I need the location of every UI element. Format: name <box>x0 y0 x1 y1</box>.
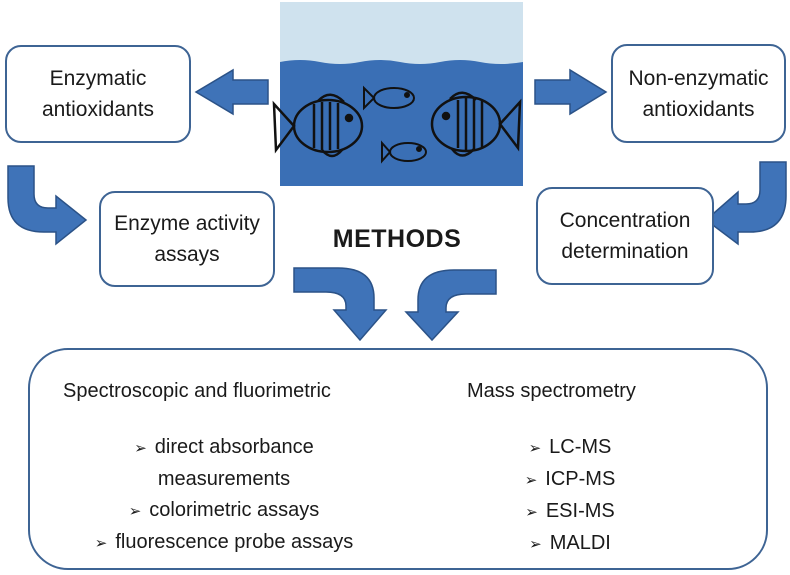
arrowhead-bullet-icon: ➢ <box>94 535 108 552</box>
fish-icon <box>363 85 415 111</box>
arrowhead-bullet-icon: ➢ <box>525 504 538 521</box>
list-item: ➢direct absorbance measurements <box>64 432 384 495</box>
list-item: ➢LC-MS <box>485 432 655 464</box>
methods-title: METHODS <box>332 225 462 253</box>
curved-arrow-down-right-icon <box>7 165 88 246</box>
enzyme-activity-assays-box: Enzyme activity assays <box>99 191 275 287</box>
curved-arrow-down-right-methods-icon <box>404 269 497 342</box>
mass-spectrometry-method-list: ➢LC-MS ➢ICP-MS ➢ESI-MS ➢MALDI <box>485 432 655 560</box>
list-item: ➢ICP-MS <box>485 464 655 496</box>
curved-arrow-down-left-icon <box>704 161 787 246</box>
arrowhead-bullet-icon: ➢ <box>528 440 542 457</box>
arrow-right-icon <box>534 68 608 116</box>
list-item: ➢fluorescence probe assays <box>64 527 384 559</box>
list-item: ➢MALDI <box>485 528 655 560</box>
concentration-determination-box: Concentration determination <box>536 187 714 285</box>
fish-icon <box>430 91 522 157</box>
methods-panel: Spectroscopic and fluorimetric ➢direct a… <box>28 348 768 570</box>
fish-icon <box>272 93 364 158</box>
arrow-left-icon <box>194 68 269 116</box>
spectroscopic-method-list: ➢direct absorbance measurements ➢colorim… <box>64 432 384 559</box>
list-item: ➢ESI-MS <box>485 496 655 528</box>
enzymatic-antioxidants-label: Enzymatic antioxidants <box>41 67 155 121</box>
spectroscopic-column-title: Spectroscopic and fluorimetric <box>63 380 331 402</box>
non-enzymatic-antioxidants-box: Non-enzymatic antioxidants <box>611 44 786 143</box>
arrowhead-bullet-icon: ➢ <box>128 503 142 520</box>
arrowhead-bullet-icon: ➢ <box>524 472 538 489</box>
arrowhead-bullet-icon: ➢ <box>529 536 542 553</box>
list-item: ➢colorimetric assays <box>64 495 384 527</box>
curved-arrow-down-left-methods-icon <box>293 267 388 342</box>
mass-spectrometry-column-title: Mass spectrometry <box>467 380 636 402</box>
enzymatic-antioxidants-box: Enzymatic antioxidants <box>5 45 191 143</box>
fish-icon <box>381 140 427 164</box>
fish-scene-illustration <box>272 2 523 186</box>
arrowhead-bullet-icon: ➢ <box>134 440 147 457</box>
water-body <box>280 60 523 186</box>
non-enzymatic-antioxidants-label: Non-enzymatic antioxidants <box>628 66 769 121</box>
concentration-determination-label: Concentration determination <box>559 209 691 263</box>
enzyme-activity-assays-label: Enzyme activity assays <box>114 212 260 266</box>
